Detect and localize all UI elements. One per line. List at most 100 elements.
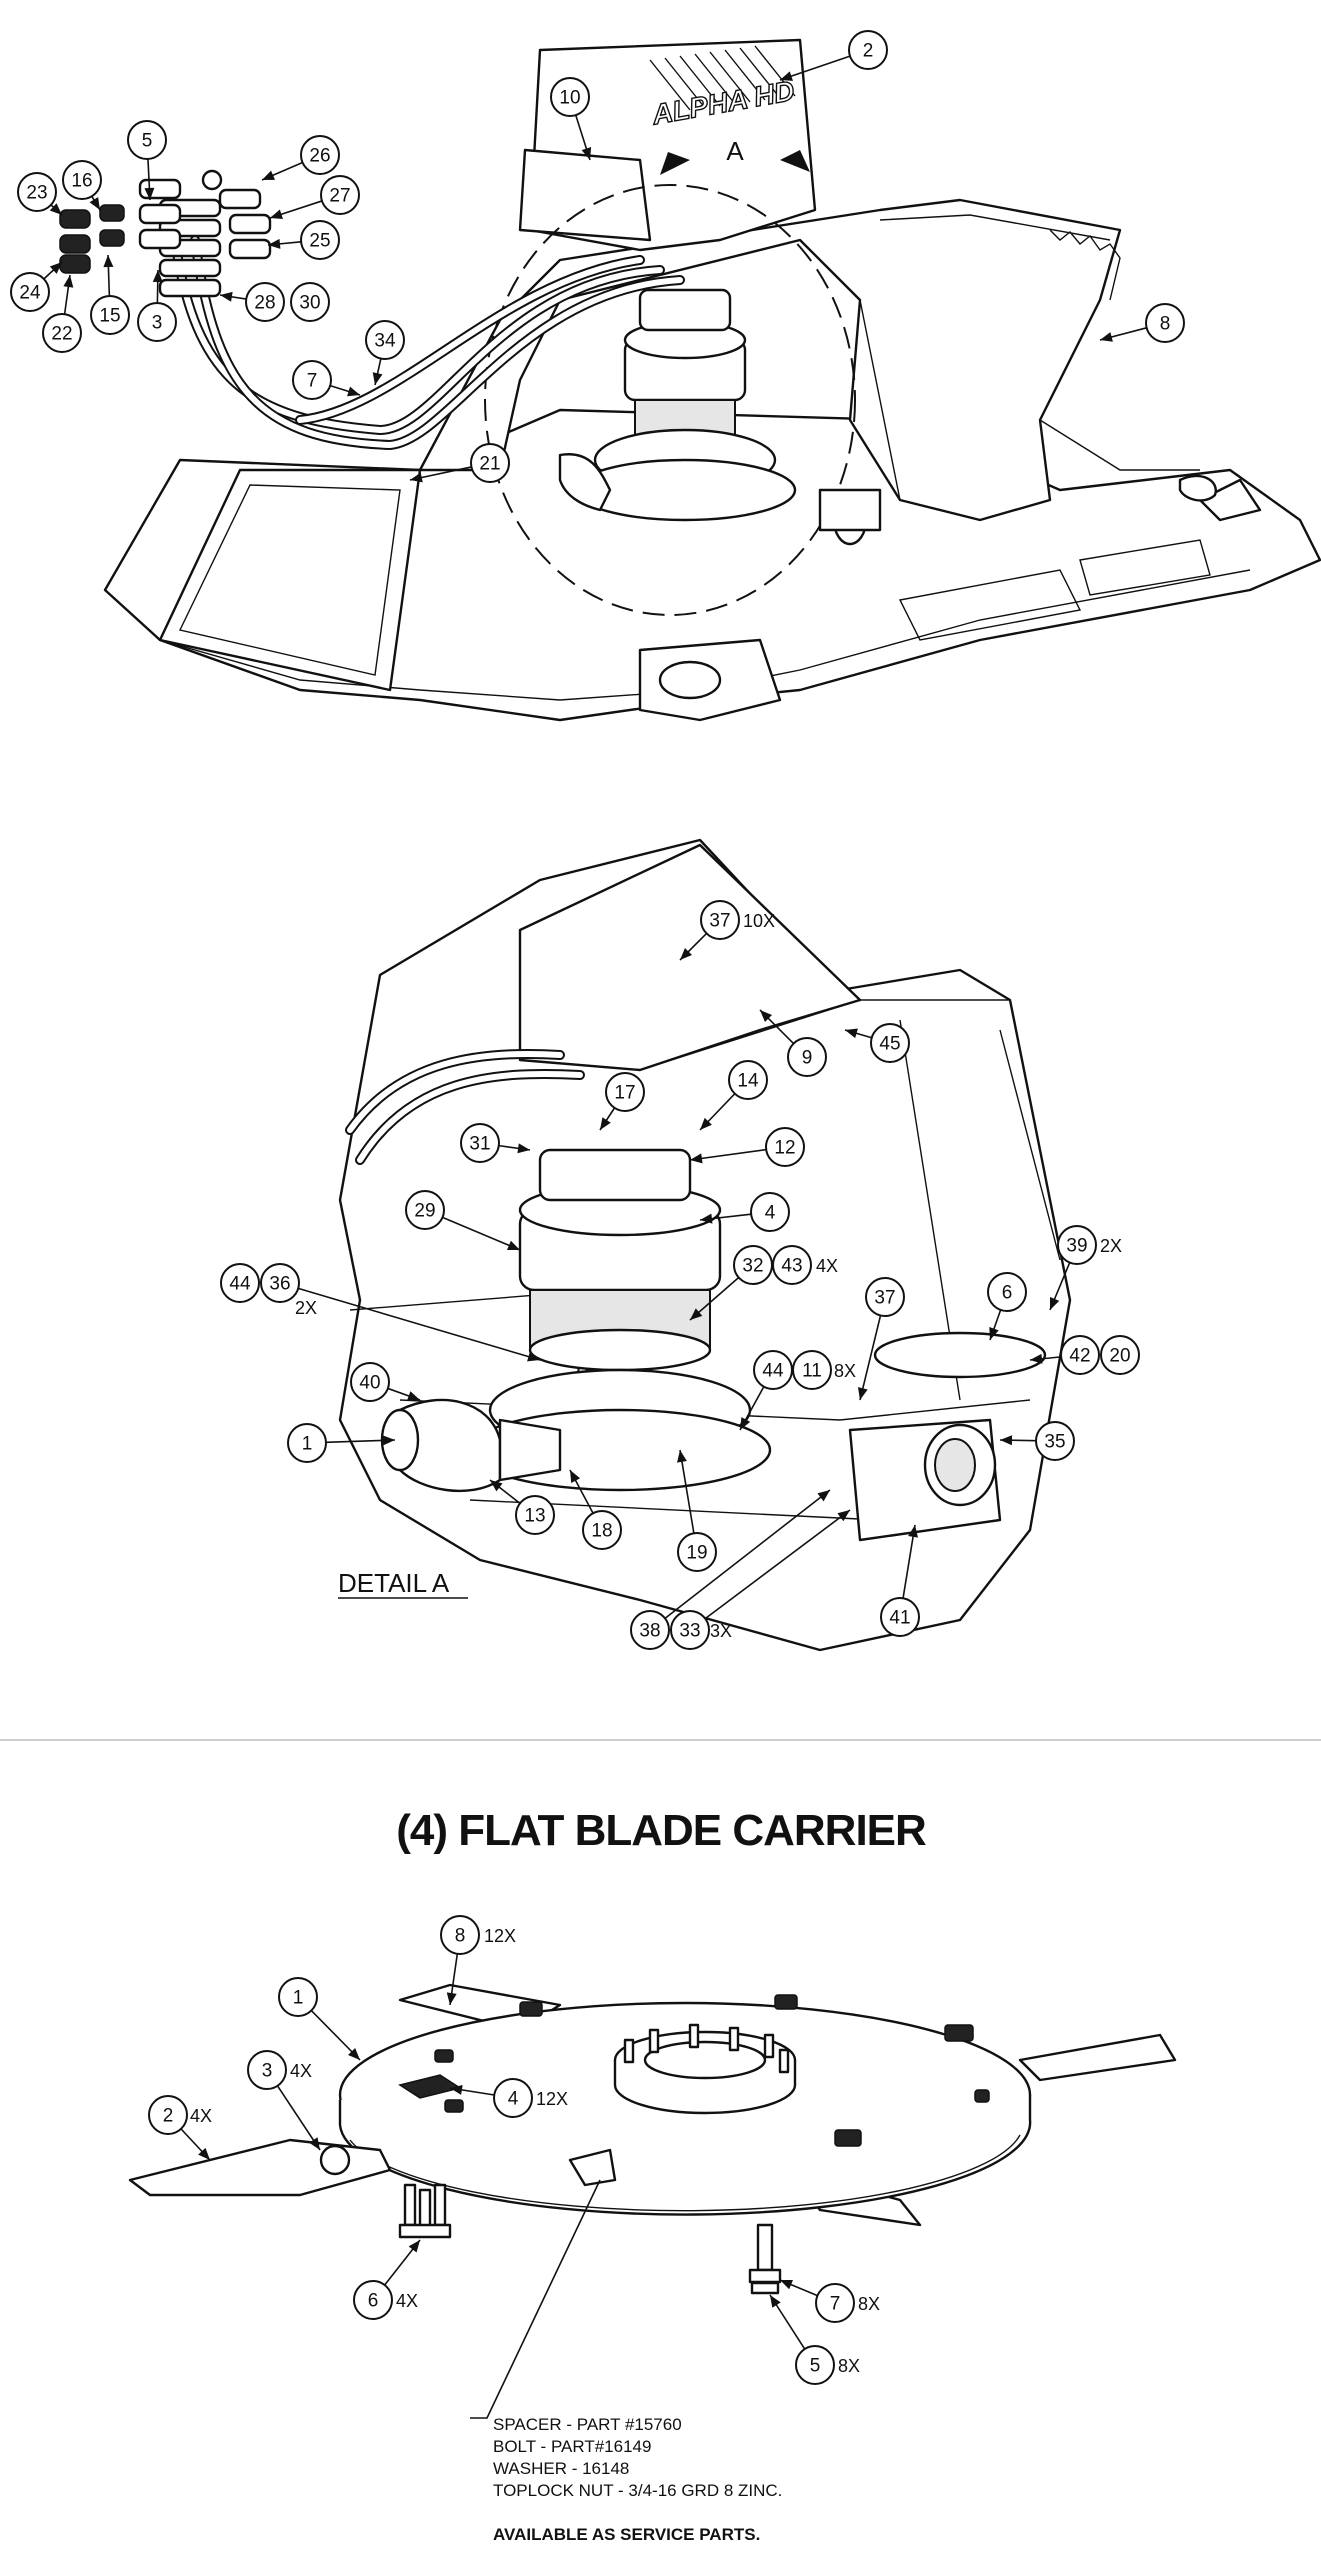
callout-28: 28: [245, 282, 285, 322]
quantity-label: 2X: [295, 1298, 317, 1318]
callout-number: 19: [686, 1543, 707, 1564]
callout-24: 24: [10, 272, 50, 312]
view-letter: A: [726, 136, 744, 166]
callout-number: 6: [1002, 1283, 1013, 1304]
callout-number: 37: [709, 911, 730, 932]
callout-number: 32: [742, 1256, 763, 1277]
callout-40: 40: [350, 1362, 390, 1402]
callout-17: 17: [605, 1072, 645, 1112]
callout-15: 15: [90, 295, 130, 335]
callout-21: 21: [470, 443, 510, 483]
callout-25: 25: [300, 220, 340, 260]
callout-number: 4: [765, 1203, 776, 1224]
callout-number: 11: [802, 1361, 822, 1382]
callout-12: 12: [765, 1127, 805, 1167]
callout-number: 2: [163, 2106, 174, 2127]
callout-1: 1: [278, 1977, 318, 2017]
callout-number: 41: [889, 1608, 910, 1629]
callout-34: 34: [365, 320, 405, 360]
callout-27: 27: [320, 175, 360, 215]
callout-number: 17: [614, 1083, 635, 1104]
callout-number: 28: [254, 293, 275, 314]
quantity-label: 4X: [396, 2291, 418, 2311]
callout-37: 37: [700, 900, 740, 940]
callout-number: 23: [26, 183, 47, 204]
callout-number: 24: [19, 283, 41, 304]
callout-37: 37: [865, 1277, 905, 1317]
callout-16: 16: [62, 160, 102, 200]
callout-19: 19: [677, 1532, 717, 1572]
callout-number: 45: [879, 1034, 900, 1055]
quantity-label: 3X: [710, 1621, 732, 1641]
callout-4: 4: [750, 1192, 790, 1232]
callout-number: 6: [368, 2291, 379, 2312]
callout-number: 43: [781, 1256, 802, 1277]
overview-mower-assembly: ALPHA HD A: [59, 38, 1321, 722]
callout-number: 35: [1044, 1432, 1065, 1453]
callout-number: 40: [359, 1373, 380, 1394]
quantity-label: 10X: [743, 911, 775, 931]
callout-number: 5: [142, 131, 153, 152]
callout-33: 33: [670, 1610, 710, 1650]
quantity-label: 8X: [858, 2294, 880, 2314]
callout-44: 44: [220, 1263, 260, 1303]
callout-number: 8: [1160, 314, 1171, 335]
callout-6: 6: [353, 2280, 393, 2320]
detail-label: DETAIL A: [338, 1568, 450, 1598]
callout-3: 3: [247, 2050, 287, 2090]
detail-a-circle: [484, 184, 856, 616]
callout-30: 30: [290, 282, 330, 322]
callout-number: 7: [307, 371, 318, 392]
callout-number: 42: [1069, 1346, 1090, 1367]
detail-a-assembly: DETAIL A: [338, 838, 1072, 1652]
callout-number: 37: [874, 1288, 895, 1309]
callout-20: 20: [1100, 1335, 1140, 1375]
callout-number: 26: [309, 146, 330, 167]
callout-number: 14: [737, 1071, 759, 1092]
callout-26: 26: [300, 135, 340, 175]
callout-11: 11: [792, 1350, 832, 1390]
service-note-line-2: BOLT - PART#16149: [493, 2437, 651, 2456]
callout-number: 29: [414, 1201, 435, 1222]
callout-number: 2: [863, 41, 874, 62]
service-note-line-3: WASHER - 16148: [493, 2459, 629, 2478]
callout-number: 33: [679, 1621, 700, 1642]
callout-number: 44: [229, 1274, 251, 1295]
callout-39: 39: [1057, 1225, 1097, 1265]
callout-45: 45: [870, 1023, 910, 1063]
callout-number: 7: [830, 2294, 841, 2315]
callout-35: 35: [1035, 1421, 1075, 1461]
callout-38: 38: [630, 1610, 670, 1650]
quantity-label: 8X: [834, 1361, 856, 1381]
callout-1: 1: [287, 1423, 327, 1463]
callout-number: 20: [1109, 1346, 1130, 1367]
callout-number: 8: [455, 1926, 466, 1947]
quantity-label: 4X: [290, 2061, 312, 2081]
callout-number: 34: [374, 331, 396, 352]
callout-8: 8: [1145, 303, 1185, 343]
callout-3: 3: [137, 302, 177, 342]
service-note-footer: AVAILABLE AS SERVICE PARTS.: [493, 2525, 760, 2544]
callout-6: 6: [987, 1272, 1027, 1312]
callout-number: 16: [71, 171, 92, 192]
callout-41: 41: [880, 1597, 920, 1637]
callout-number: 4: [508, 2089, 519, 2110]
section-title: (4) FLAT BLADE CARRIER: [396, 1806, 926, 1855]
callout-number: 1: [293, 1988, 304, 2009]
quantity-label: 12X: [536, 2089, 568, 2109]
callout-number: 30: [299, 293, 320, 314]
callout-32: 32: [733, 1245, 773, 1285]
callout-number: 13: [524, 1506, 545, 1527]
callout-5: 5: [795, 2345, 835, 2385]
callout-number: 44: [762, 1361, 784, 1382]
callout-36: 36: [260, 1263, 300, 1303]
callout-7: 7: [815, 2283, 855, 2323]
callout-18: 18: [582, 1510, 622, 1550]
callout-number: 36: [269, 1274, 290, 1295]
quantity-label: 2X: [1100, 1236, 1122, 1256]
callout-number: 18: [591, 1521, 612, 1542]
callout-number: 38: [639, 1621, 660, 1642]
callout-23: 23: [17, 172, 57, 212]
